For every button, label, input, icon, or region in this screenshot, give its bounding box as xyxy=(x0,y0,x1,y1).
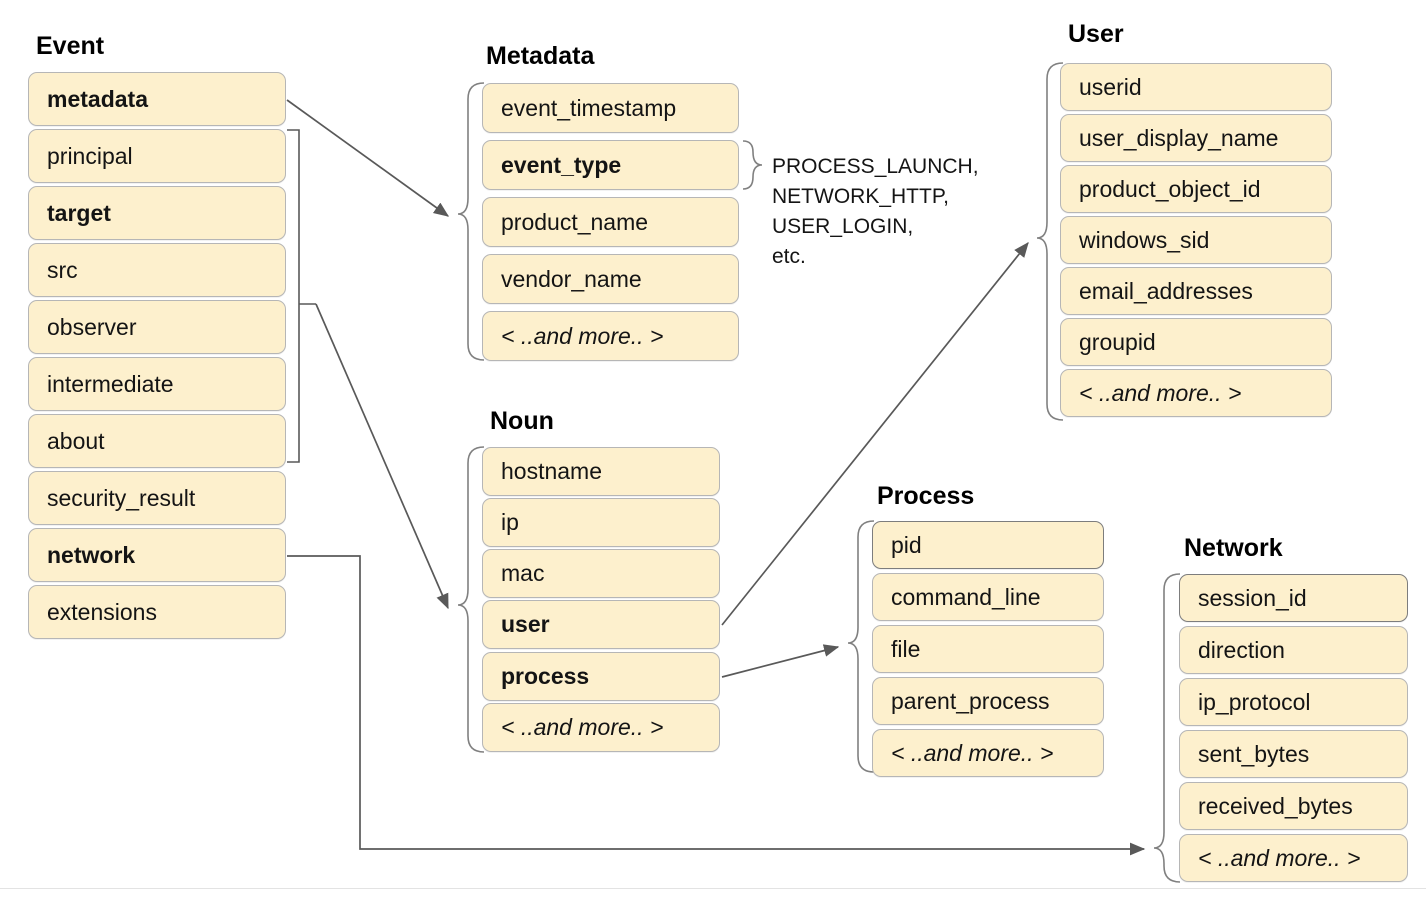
field-event-network[interactable]: network xyxy=(28,528,286,582)
field-metadata-event-type[interactable]: event_type xyxy=(482,140,739,190)
field-process-pid[interactable]: pid xyxy=(872,521,1104,569)
field-process-and-more[interactable]: < ..and more.. > xyxy=(872,729,1104,777)
annotation-event-type-values: PROCESS_LAUNCH, NETWORK_HTTP, USER_LOGIN… xyxy=(772,155,979,268)
bottom-divider xyxy=(0,888,1426,889)
group-title-event: Event xyxy=(36,32,105,60)
field-event-about[interactable]: about xyxy=(28,414,286,468)
field-metadata-vendor-name[interactable]: vendor_name xyxy=(482,254,739,304)
field-network-direction[interactable]: direction xyxy=(1179,626,1408,674)
field-process-file[interactable]: file xyxy=(872,625,1104,673)
field-user-userid[interactable]: userid xyxy=(1060,63,1332,111)
process-group-brace xyxy=(847,520,875,773)
field-user-user-display-name[interactable]: user_display_name xyxy=(1060,114,1332,162)
field-user-email-addresses[interactable]: email_addresses xyxy=(1060,267,1332,315)
group-title-network: Network xyxy=(1184,534,1283,562)
field-process-parent-process[interactable]: parent_process xyxy=(872,677,1104,725)
connector-noun-process-to-process-group xyxy=(721,644,840,678)
field-network-sent-bytes[interactable]: sent_bytes xyxy=(1179,730,1408,778)
field-metadata-and-more[interactable]: < ..and more.. > xyxy=(482,311,739,361)
field-user-and-more[interactable]: < ..and more.. > xyxy=(1060,369,1332,417)
field-event-target[interactable]: target xyxy=(28,186,286,240)
noun-group-brace xyxy=(457,446,485,753)
group-title-user: User xyxy=(1068,20,1124,48)
field-noun-process[interactable]: process xyxy=(482,652,720,701)
field-user-groupid[interactable]: groupid xyxy=(1060,318,1332,366)
field-event-extensions[interactable]: extensions xyxy=(28,585,286,639)
connector-metadata-to-metadata-group xyxy=(286,99,450,217)
metadata-group-brace xyxy=(457,82,485,361)
field-user-product-object-id[interactable]: product_object_id xyxy=(1060,165,1332,213)
group-title-process: Process xyxy=(877,482,975,510)
field-noun-and-more[interactable]: < ..and more.. > xyxy=(482,703,720,752)
field-metadata-event-timestamp[interactable]: event_timestamp xyxy=(482,83,739,133)
field-user-windows-sid[interactable]: windows_sid xyxy=(1060,216,1332,264)
field-network-session-id[interactable]: session_id xyxy=(1179,574,1408,622)
event-type-brace xyxy=(742,140,763,190)
field-noun-mac[interactable]: mac xyxy=(482,549,720,598)
field-event-observer[interactable]: observer xyxy=(28,300,286,354)
field-event-principal[interactable]: principal xyxy=(28,129,286,183)
group-title-metadata: Metadata xyxy=(486,42,595,70)
event-noun-bracket xyxy=(287,129,300,463)
field-event-metadata[interactable]: metadata xyxy=(28,72,286,126)
field-network-ip-protocol[interactable]: ip_protocol xyxy=(1179,678,1408,726)
group-title-noun: Noun xyxy=(490,407,554,435)
field-metadata-product-name[interactable]: product_name xyxy=(482,197,739,247)
field-network-and-more[interactable]: < ..and more.. > xyxy=(1179,834,1408,882)
connector-event-to-noun-group xyxy=(315,303,449,610)
field-noun-user[interactable]: user xyxy=(482,600,720,649)
network-group-brace xyxy=(1153,573,1181,883)
field-event-security-result[interactable]: security_result xyxy=(28,471,286,525)
field-event-src[interactable]: src xyxy=(28,243,286,297)
field-network-received-bytes[interactable]: received_bytes xyxy=(1179,782,1408,830)
field-process-command-line[interactable]: command_line xyxy=(872,573,1104,621)
field-noun-ip[interactable]: ip xyxy=(482,498,720,547)
field-event-intermediate[interactable]: intermediate xyxy=(28,357,286,411)
field-noun-hostname[interactable]: hostname xyxy=(482,447,720,496)
